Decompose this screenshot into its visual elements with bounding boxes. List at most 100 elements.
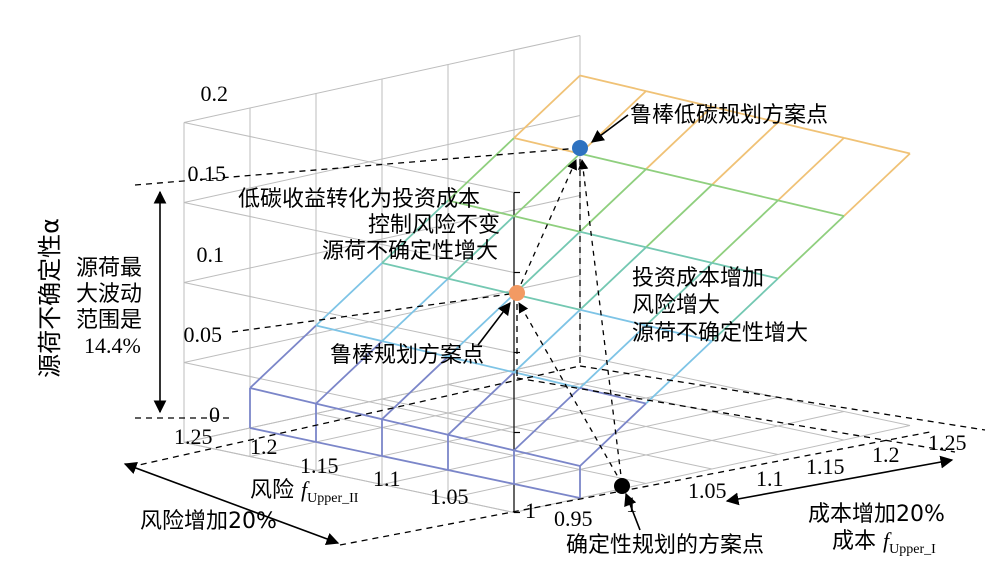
surface-line-y (447, 433, 515, 452)
surface-line-x (777, 137, 845, 202)
x-tick-1.05: 1.05 (688, 478, 727, 503)
surface-line-y (645, 324, 713, 342)
range-line-1: 源荷最 (76, 256, 142, 281)
floor-line (447, 411, 845, 499)
label-orange-point: 鲁棒规划方案点 (330, 343, 484, 368)
surface-line-y (315, 324, 383, 342)
floor-line (183, 442, 515, 513)
y-tick-1.1: 1.1 (373, 466, 401, 491)
y-axis-label: 风险 fUpper_II (250, 477, 359, 506)
surface-line-y (579, 230, 647, 249)
surface-line-x (513, 74, 581, 139)
floor-line (447, 384, 779, 455)
surface-line-x (579, 168, 647, 233)
annotation-right-line-2: 风险增大 (632, 293, 720, 318)
surface-line-x (513, 309, 581, 373)
floor-line (579, 355, 911, 426)
x-tick-1.1: 1.1 (756, 466, 784, 491)
range-line-3: 范围是 (76, 308, 142, 333)
x-axis-label: 成本 fUpper_I (832, 528, 936, 557)
surface-line-y (513, 215, 581, 233)
surface-line-y (381, 340, 449, 358)
left-wall-hline (183, 202, 515, 273)
floor-line (315, 413, 647, 484)
surface-line-x (579, 90, 647, 155)
surface-line-x (381, 277, 449, 342)
surface-line-y (645, 168, 713, 186)
y-tick-1.05: 1.05 (430, 484, 469, 509)
surface-line-y (447, 355, 515, 374)
dash-floor-4 (339, 431, 931, 546)
x-tick-1.25: 1.25 (928, 430, 967, 455)
floor-line (513, 369, 845, 441)
surface-line-x (447, 215, 515, 280)
surface-line-x (645, 106, 713, 170)
surface-line-x (381, 199, 449, 264)
surface-line-y (513, 137, 581, 155)
x-tick-1: 1 (626, 492, 637, 517)
surface-line-x (447, 137, 515, 202)
surface-line-x (513, 387, 581, 452)
z-tick-1: 0.05 (184, 322, 223, 347)
surface-line-y (381, 418, 449, 436)
surface-line-y (711, 183, 779, 202)
surface-line-x (645, 262, 713, 327)
surface-line-x (711, 121, 779, 186)
arrow-label-black (624, 492, 641, 531)
surface-line-y (249, 387, 317, 405)
annotation-left: 低碳收益转化为投资成本 控制风险不变 源荷不确定性增大 (238, 187, 500, 264)
annotation-right-line-3: 源荷不确定性增大 (632, 321, 808, 346)
x-tick-1.15: 1.15 (806, 454, 845, 479)
dash-top-level (134, 147, 581, 186)
surface-line-y (513, 371, 581, 389)
surface-line-y (315, 402, 383, 421)
surface-line-x (447, 371, 515, 436)
annotation-left-line-3: 源荷不确定性增大 (322, 239, 498, 264)
data-points (509, 140, 630, 494)
annotation-range: 源荷最 大波动 范围是 14.4% (76, 256, 142, 358)
risk-increase-arrow (123, 462, 340, 545)
surface-line-y (579, 152, 647, 171)
range-line-4: 14.4% (84, 333, 141, 358)
label-blue-point: 鲁棒低碳规划方案点 (630, 103, 828, 128)
annotation-right-line-1: 投资成本增加 (632, 266, 764, 291)
cost-increase-arrow (725, 455, 954, 506)
surface-line-x (579, 402, 647, 467)
surface-line-y (645, 90, 713, 108)
surface-line-y (777, 199, 845, 217)
surface-line-y (645, 246, 713, 264)
back-wall-hline (183, 35, 581, 123)
surface-line-y (381, 262, 449, 280)
annotation-cost-increase: 成本增加20% (808, 502, 945, 527)
z-tick-0: 0 (209, 402, 220, 427)
surface-line-x (579, 324, 647, 389)
dash-floor-2 (516, 377, 956, 453)
y-tick-1.25: 1.25 (174, 424, 213, 449)
arrow-label-orange (477, 301, 511, 346)
surface-line-x (711, 199, 779, 264)
surface-line-x (645, 340, 713, 405)
z-tick-4: 0.2 (201, 81, 229, 106)
x-tick-0.95: 0.95 (554, 506, 593, 531)
point-0 (614, 478, 630, 494)
surface-line-y (447, 277, 515, 296)
surface-line-x (315, 262, 383, 327)
surface-line-x (249, 324, 317, 389)
surface-line-y (447, 199, 515, 217)
surface-line-y (711, 105, 779, 124)
y-tick-1.2: 1.2 (250, 434, 278, 459)
surface-line-x (711, 277, 779, 342)
dash-orange-to-blue (516, 159, 577, 294)
z-tick-2: 0.1 (197, 242, 225, 267)
surface-line-y (579, 387, 647, 405)
surface-line-x (513, 152, 581, 217)
surface-skirt-base (249, 427, 581, 499)
y-tick-1.15: 1.15 (300, 453, 339, 478)
x-tick-1.2: 1.2 (872, 442, 900, 467)
surface-line-y (579, 74, 647, 92)
left-wall-hline (183, 282, 515, 353)
z-axis-ticks: 0 0.05 0.1 0.15 0.2 (184, 81, 229, 427)
z-tick-3: 0.15 (188, 161, 227, 186)
surface-mesh (249, 74, 911, 499)
